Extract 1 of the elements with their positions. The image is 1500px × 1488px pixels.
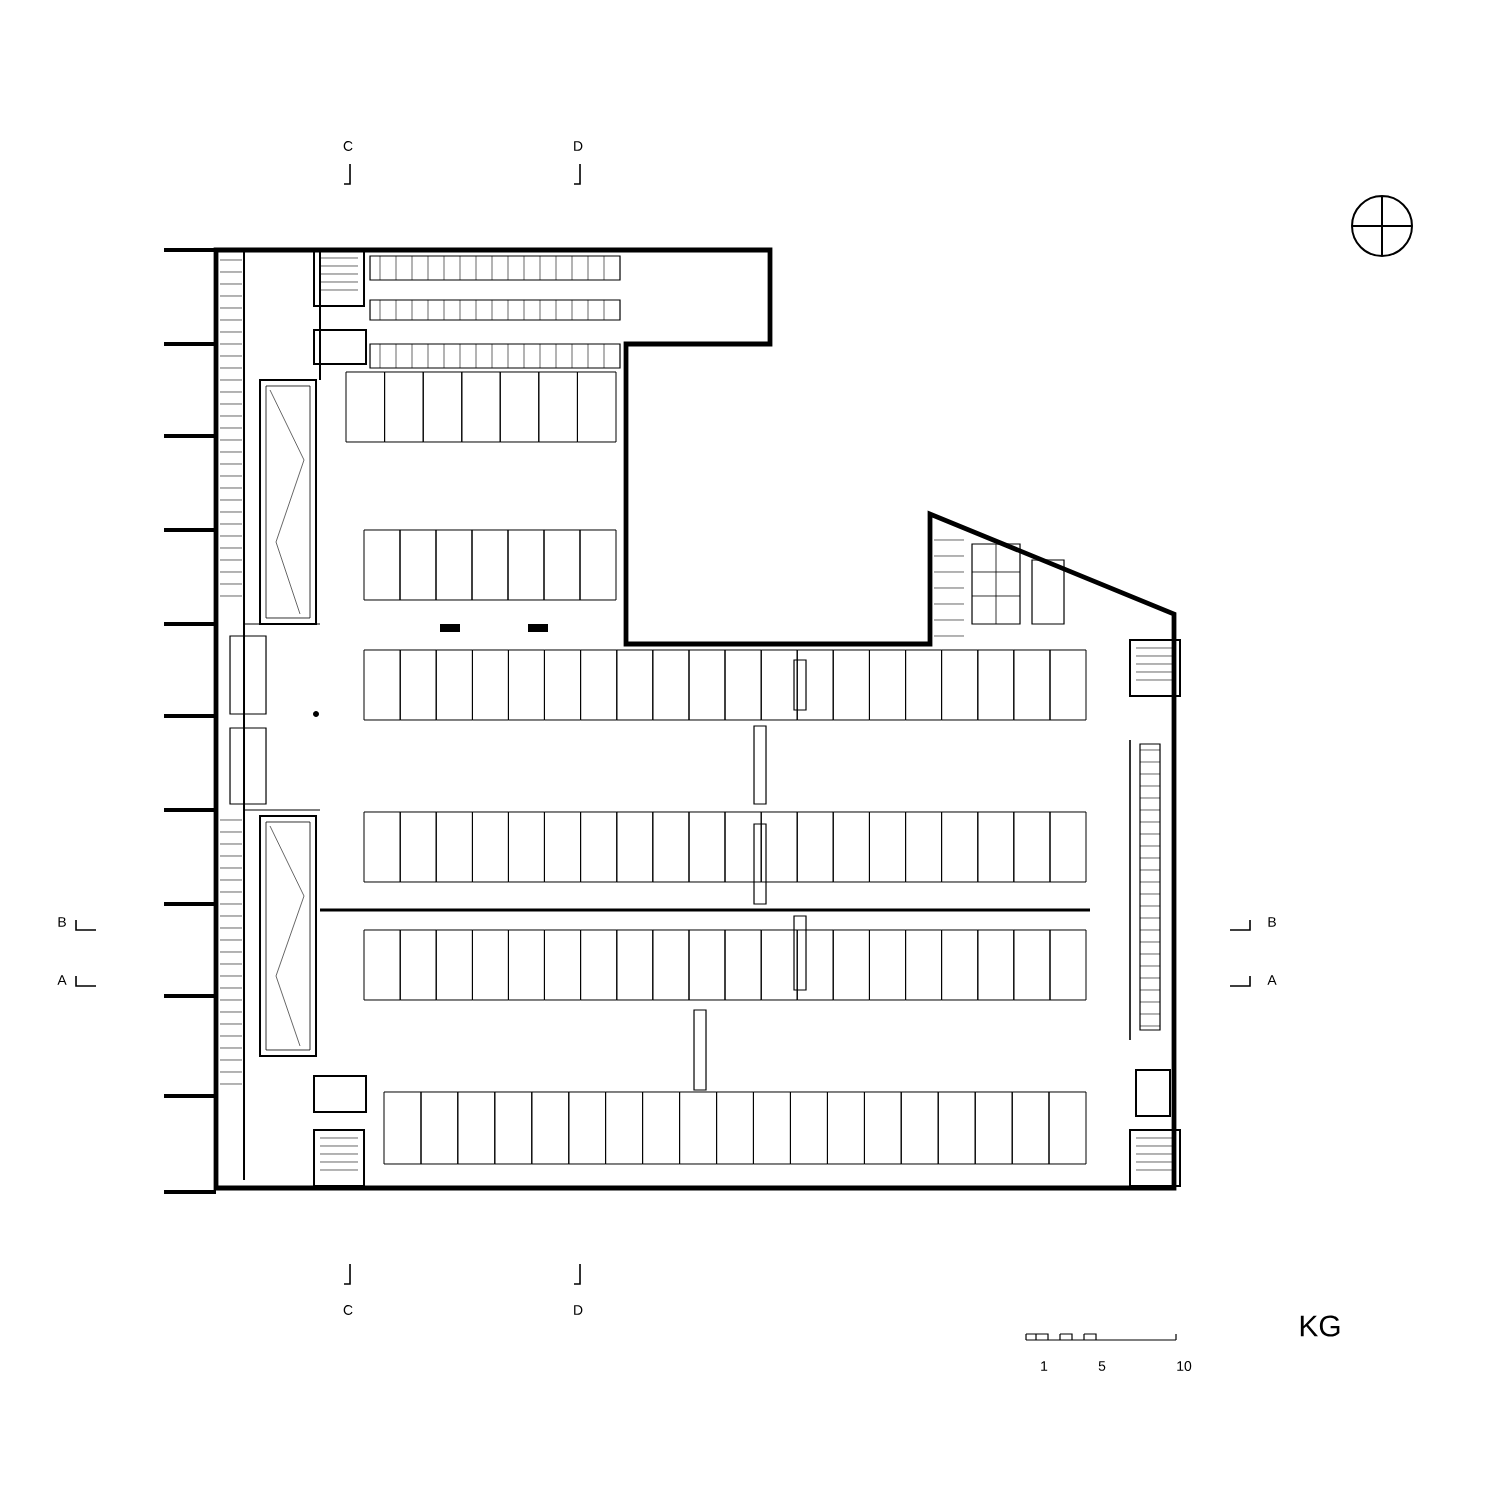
level-label: KG xyxy=(1300,1315,1340,1337)
